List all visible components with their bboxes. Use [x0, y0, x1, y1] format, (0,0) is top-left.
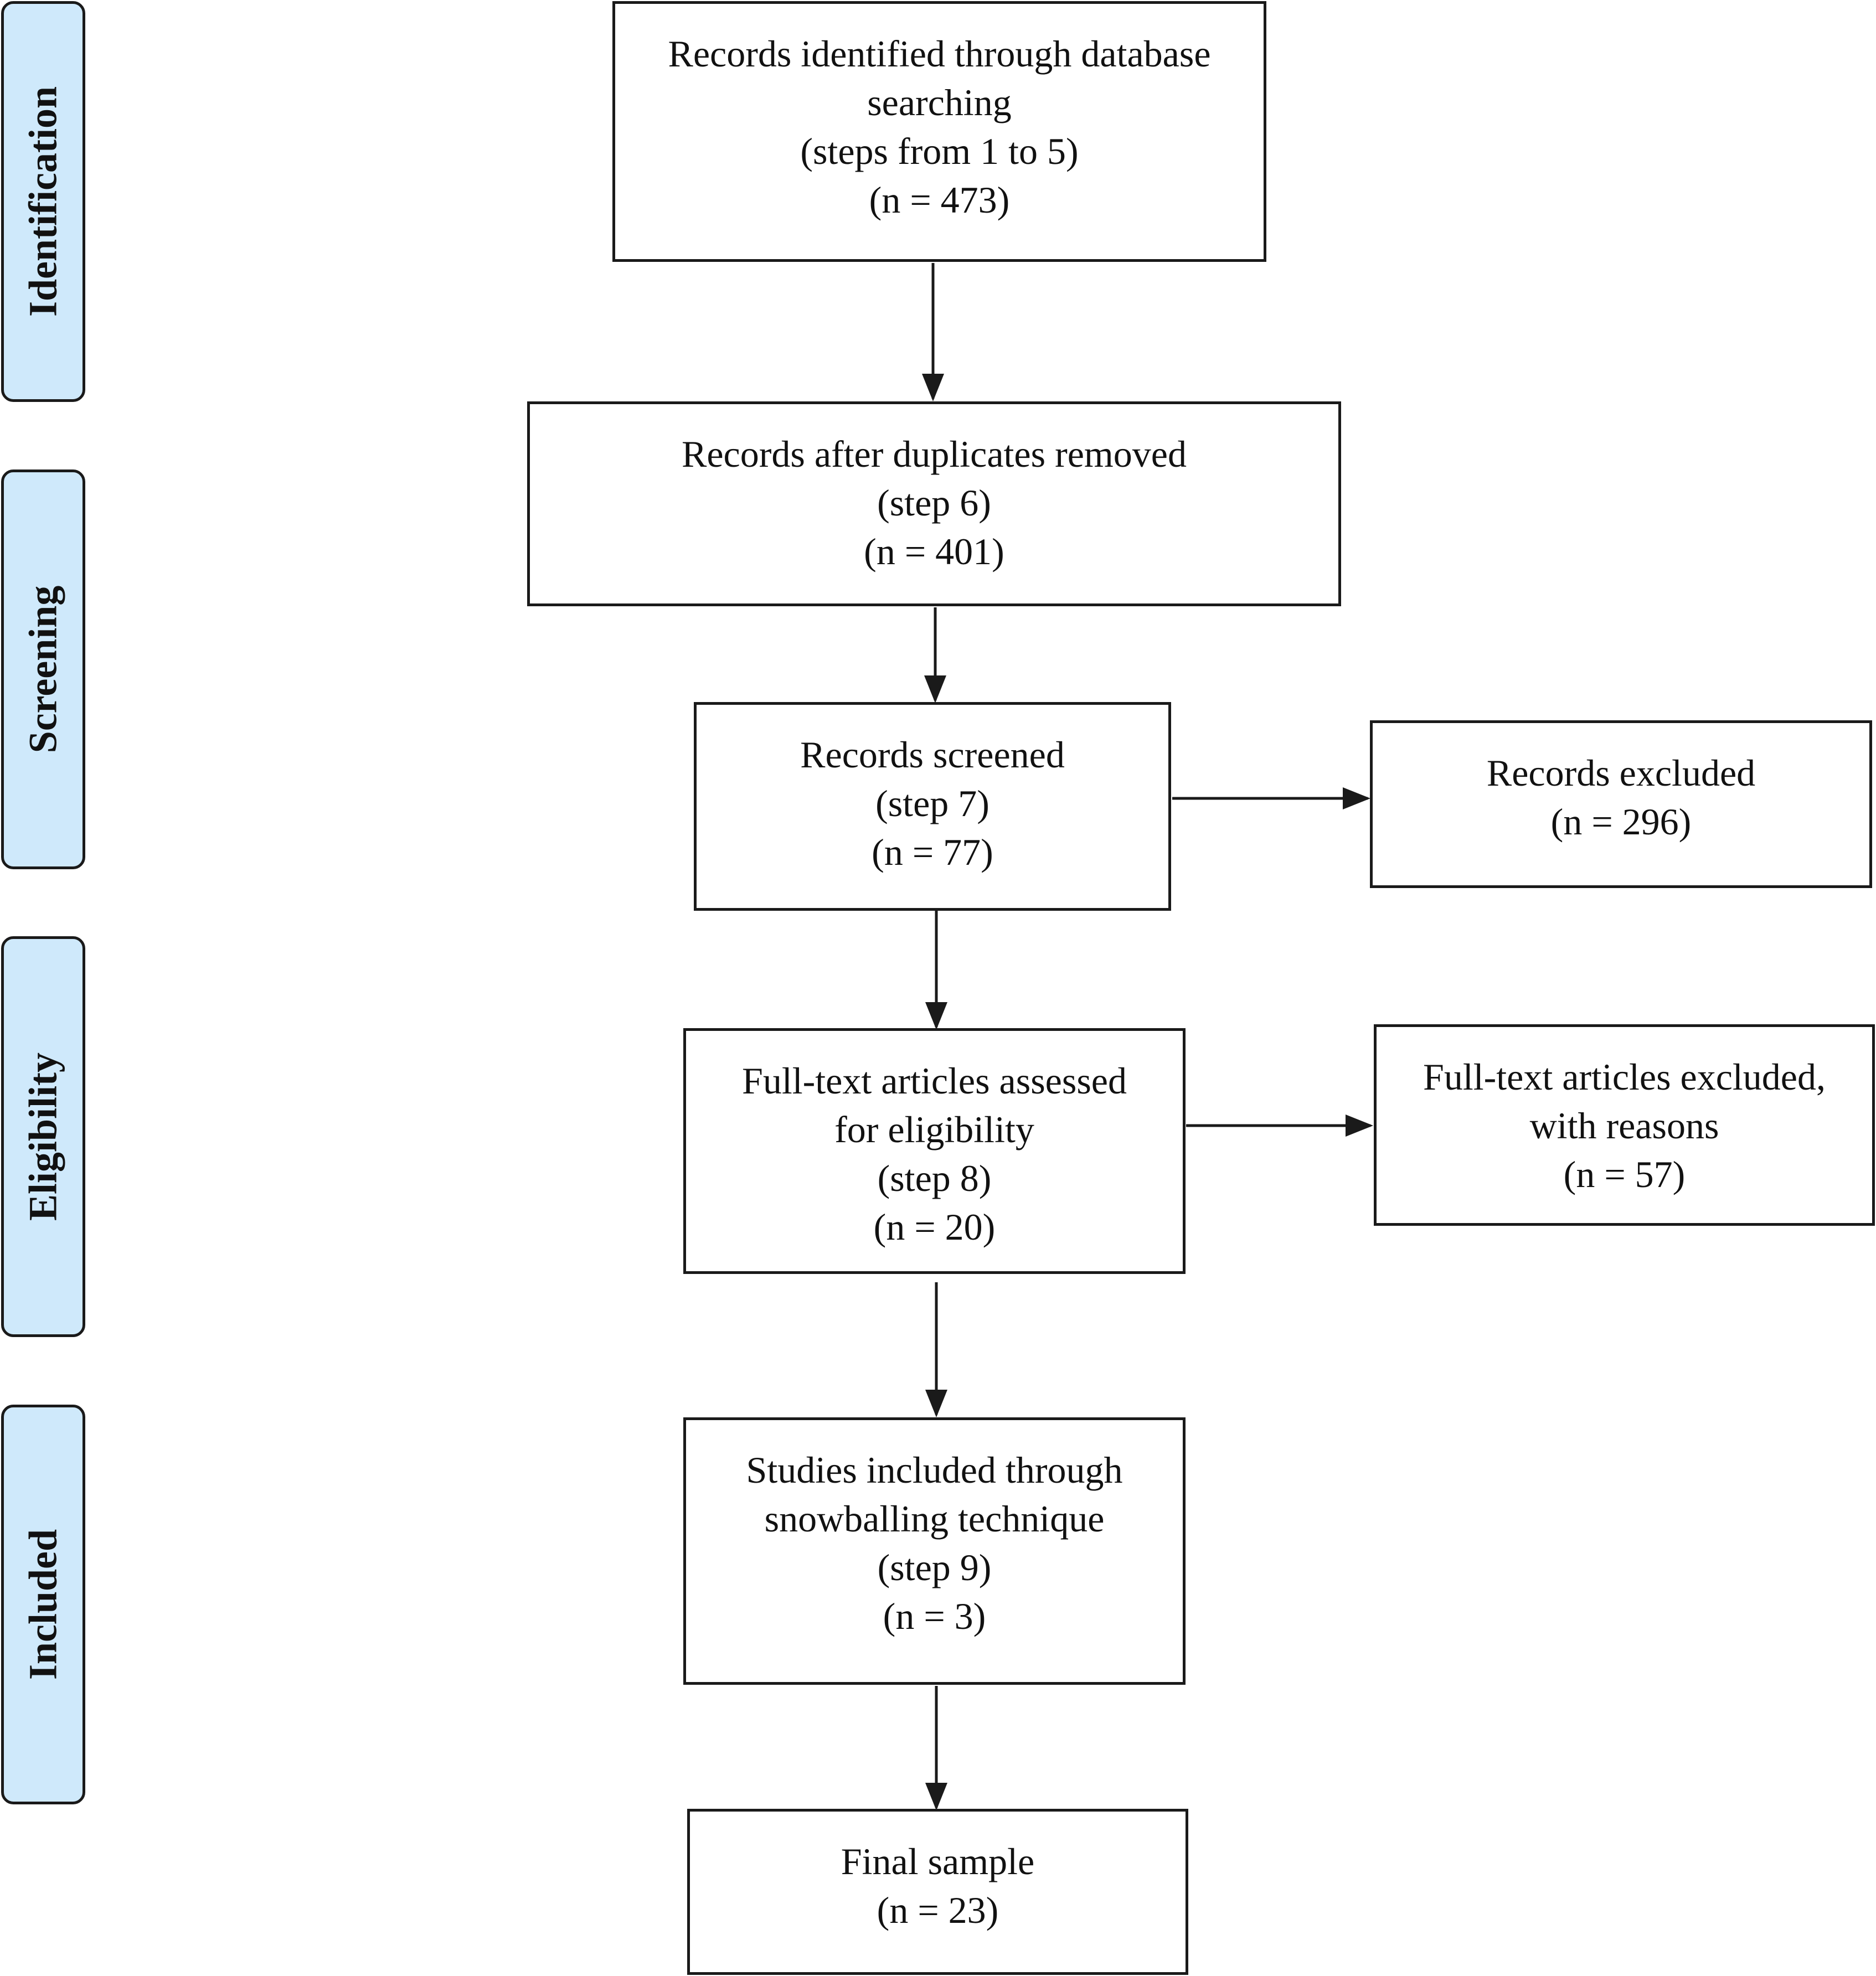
box-text-line: (n = 473)	[869, 179, 1010, 221]
box-database-search: Records identified through database sear…	[612, 1, 1266, 262]
box-records-screened: Records screened (step 7) (n = 77)	[694, 702, 1171, 911]
stage-eligibility: Eligibility	[1, 936, 85, 1337]
box-text-line: (n = 77)	[872, 831, 993, 873]
box-text-line: (n = 401)	[864, 530, 1004, 572]
box-final-sample: Final sample (n = 23)	[687, 1809, 1188, 1975]
box-text-line: searching	[867, 81, 1012, 123]
box-text-line: Studies included through	[746, 1449, 1123, 1491]
box-fulltext-assessed: Full-text articles assessed for eligibil…	[683, 1028, 1186, 1274]
box-text-line: Records excluded	[1486, 752, 1756, 794]
box-text-line: Full-text articles excluded,	[1423, 1056, 1826, 1098]
box-text-line: for eligibility	[834, 1108, 1034, 1150]
box-text-line: Records after duplicates removed	[682, 433, 1187, 475]
box-text-line: (n = 296)	[1550, 801, 1692, 843]
box-text-line: snowballing technique	[764, 1498, 1105, 1540]
box-duplicates-removed: Records after duplicates removed (step 6…	[527, 401, 1341, 606]
stage-identification: Identification	[1, 1, 85, 402]
stage-screening: Screening	[1, 470, 85, 869]
box-snowballing: Studies included through snowballing tec…	[683, 1417, 1186, 1685]
box-text-line: (step 8)	[877, 1157, 992, 1199]
box-text-line: with reasons	[1529, 1105, 1719, 1147]
box-text-line: Full-text articles assessed	[742, 1060, 1127, 1102]
box-text-line: Final sample	[841, 1840, 1035, 1882]
box-records-excluded: Records excluded (n = 296)	[1370, 720, 1872, 888]
stage-included: Included	[1, 1405, 85, 1804]
box-text-line: Records identified through database	[668, 33, 1211, 75]
box-text-line: (n = 20)	[873, 1206, 996, 1248]
box-text-line: (n = 3)	[883, 1595, 986, 1637]
box-text-line: (n = 23)	[877, 1889, 999, 1931]
box-text-line: Records screened	[800, 734, 1065, 776]
box-fulltext-excluded: Full-text articles excluded, with reason…	[1374, 1024, 1875, 1226]
box-text-line: (steps from 1 to 5)	[800, 130, 1079, 172]
box-text-line: (step 6)	[877, 482, 991, 524]
box-text-line: (step 9)	[877, 1546, 992, 1588]
box-text-line: (step 7)	[875, 782, 989, 824]
box-text-line: (n = 57)	[1563, 1153, 1686, 1195]
